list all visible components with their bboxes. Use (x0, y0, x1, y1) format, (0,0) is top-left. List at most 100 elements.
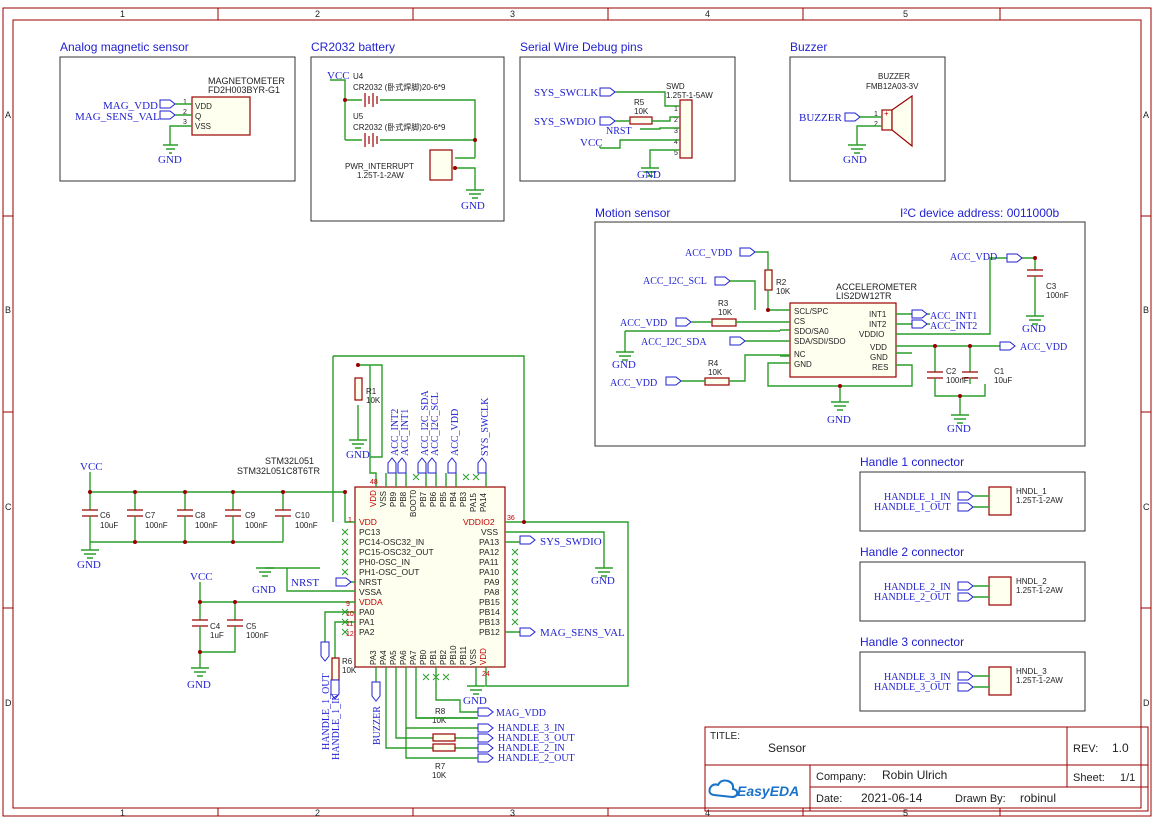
svg-text:PB9: PB9 (389, 491, 398, 507)
mag-pin-q: Q (195, 112, 201, 121)
svg-text:VSS: VSS (481, 527, 498, 537)
svg-text:PH0-OSC_IN: PH0-OSC_IN (359, 557, 410, 567)
svg-text:PB10: PB10 (449, 645, 458, 665)
section-title-motion: Motion sensor (595, 206, 670, 220)
svg-text:PA3: PA3 (369, 650, 378, 665)
svg-text:PB0: PB0 (419, 649, 428, 665)
svg-text:PB7: PB7 (419, 491, 428, 507)
gnd-label: GND (591, 575, 615, 587)
section-title-analog: Analog magnetic sensor (60, 40, 189, 54)
svg-text:5: 5 (674, 150, 678, 157)
gnd-label: GND (252, 584, 276, 596)
svg-text:CS: CS (794, 317, 805, 326)
svg-text:2: 2 (674, 117, 678, 124)
gnd-label: GND (346, 449, 370, 461)
handle-1-section: Handle 1 connector HANDLE_1_IN HANDLE_1_… (859, 455, 1086, 532)
section-title-h3: Handle 3 connector (860, 635, 964, 649)
r5-ref: R5 (634, 98, 645, 107)
svg-text:PA0: PA0 (359, 607, 375, 617)
svg-text:VSS: VSS (379, 491, 388, 507)
net-handle3-out: HANDLE_3_OUT (498, 733, 575, 744)
net-acc-sda: ACC_I2C_SDA (420, 390, 431, 456)
acc-scl-label: ACC_I2C_SCL (643, 276, 707, 287)
svg-text:24: 24 (482, 671, 490, 678)
svg-text:PC14-OSC32_IN: PC14-OSC32_IN (359, 537, 424, 547)
c1-value: 10uF (994, 376, 1012, 385)
svg-text:PA8: PA8 (484, 587, 500, 597)
section-title-buzzer: Buzzer (790, 40, 827, 54)
svg-text:PB14: PB14 (479, 607, 500, 617)
acc-vdd-label: ACC_VDD (685, 248, 732, 259)
svg-text:PA7: PA7 (409, 650, 418, 665)
svg-text:SDO/SA0: SDO/SA0 (794, 327, 829, 336)
svg-text:VDDA: VDDA (359, 597, 383, 607)
svg-text:PA10: PA10 (479, 567, 499, 577)
svg-text:PA4: PA4 (379, 650, 388, 665)
svg-text:C10: C10 (295, 511, 310, 520)
r3-resistor (711, 318, 737, 327)
svg-text:VDDIO2: VDDIO2 (463, 517, 495, 527)
svg-text:PB8: PB8 (399, 491, 408, 507)
outer-frame (2, 7, 1152, 817)
col-label-5: 5 (903, 9, 908, 19)
acc-vdd-label-2: ACC_VDD (620, 318, 667, 329)
net-flag (519, 535, 536, 545)
vcc-label: VCC (80, 461, 103, 473)
r6-ref: R6 (342, 657, 353, 666)
gnd-label: GND (461, 200, 485, 212)
mag-pin-vdd: VDD (195, 102, 212, 111)
svg-text:48: 48 (370, 479, 378, 486)
swd-nrst-label: NRST (606, 126, 632, 137)
hndl1-connector (988, 486, 1012, 516)
magnetometer-part: MAGNETOMETER (208, 76, 285, 86)
svg-text:36: 36 (507, 515, 515, 522)
h2-out-label: HANDLE_2_OUT (874, 592, 951, 603)
date-value: 2021-06-14 (861, 791, 923, 805)
svg-text:1uF: 1uF (210, 631, 224, 640)
svg-text:10: 10 (346, 611, 354, 618)
swd-swdio-label: SYS_SWDIO (534, 116, 596, 128)
net-flag (519, 627, 536, 637)
title-label: TITLE: (710, 731, 740, 742)
gnd-label: GND (637, 169, 661, 181)
col-label-4-bottom: 4 (705, 808, 710, 818)
mag-pin-vss: VSS (195, 122, 211, 131)
net-flag (999, 341, 1016, 351)
buzzer-horn (891, 94, 913, 148)
gnd-label: GND (1022, 323, 1046, 335)
r1-value: 10K (366, 396, 381, 405)
r2-ref: R2 (776, 278, 787, 287)
net-flag (320, 641, 330, 662)
col-label-3: 3 (510, 9, 515, 19)
hndl2-connector (988, 576, 1012, 606)
net-acc-scl: ACC_I2C_SCL (430, 392, 441, 456)
r4-resistor (704, 377, 730, 386)
rev-value: 1.0 (1112, 741, 1129, 755)
net-flag (330, 679, 340, 700)
net-mag-sens: MAG_SENS_VAL (540, 627, 625, 639)
r5-resistor (629, 116, 653, 125)
net-flag (911, 319, 928, 329)
c1-ref: C1 (994, 367, 1005, 376)
hndl3-connector (988, 666, 1012, 696)
company-value: Robin Ulrich (882, 768, 947, 782)
svg-text:PA15: PA15 (469, 492, 478, 512)
net-handle1-in: HANDLE_1_IN (331, 693, 342, 760)
svg-text:BOOT0: BOOT0 (409, 489, 418, 517)
svg-text:12: 12 (346, 631, 354, 638)
mcu-ref: STM32L051 (265, 456, 314, 466)
section-title-h1: Handle 1 connector (860, 455, 964, 469)
r3-ref: R3 (718, 299, 729, 308)
svg-text:GND: GND (794, 360, 812, 369)
net-nrst: NRST (291, 577, 319, 589)
gnd-label: GND (827, 414, 851, 426)
pwr-interrupt-connector (429, 149, 453, 181)
svg-text:PC15-OSC32_OUT: PC15-OSC32_OUT (359, 547, 434, 557)
pwr-interrupt-label: PWR_INTERRUPT (345, 162, 414, 171)
net-flag (371, 681, 381, 702)
buzzer-plus: + (884, 109, 889, 118)
row-label-d: D (5, 698, 12, 708)
gnd-label: GND (843, 154, 867, 166)
magnetometer-symbol (191, 96, 251, 136)
